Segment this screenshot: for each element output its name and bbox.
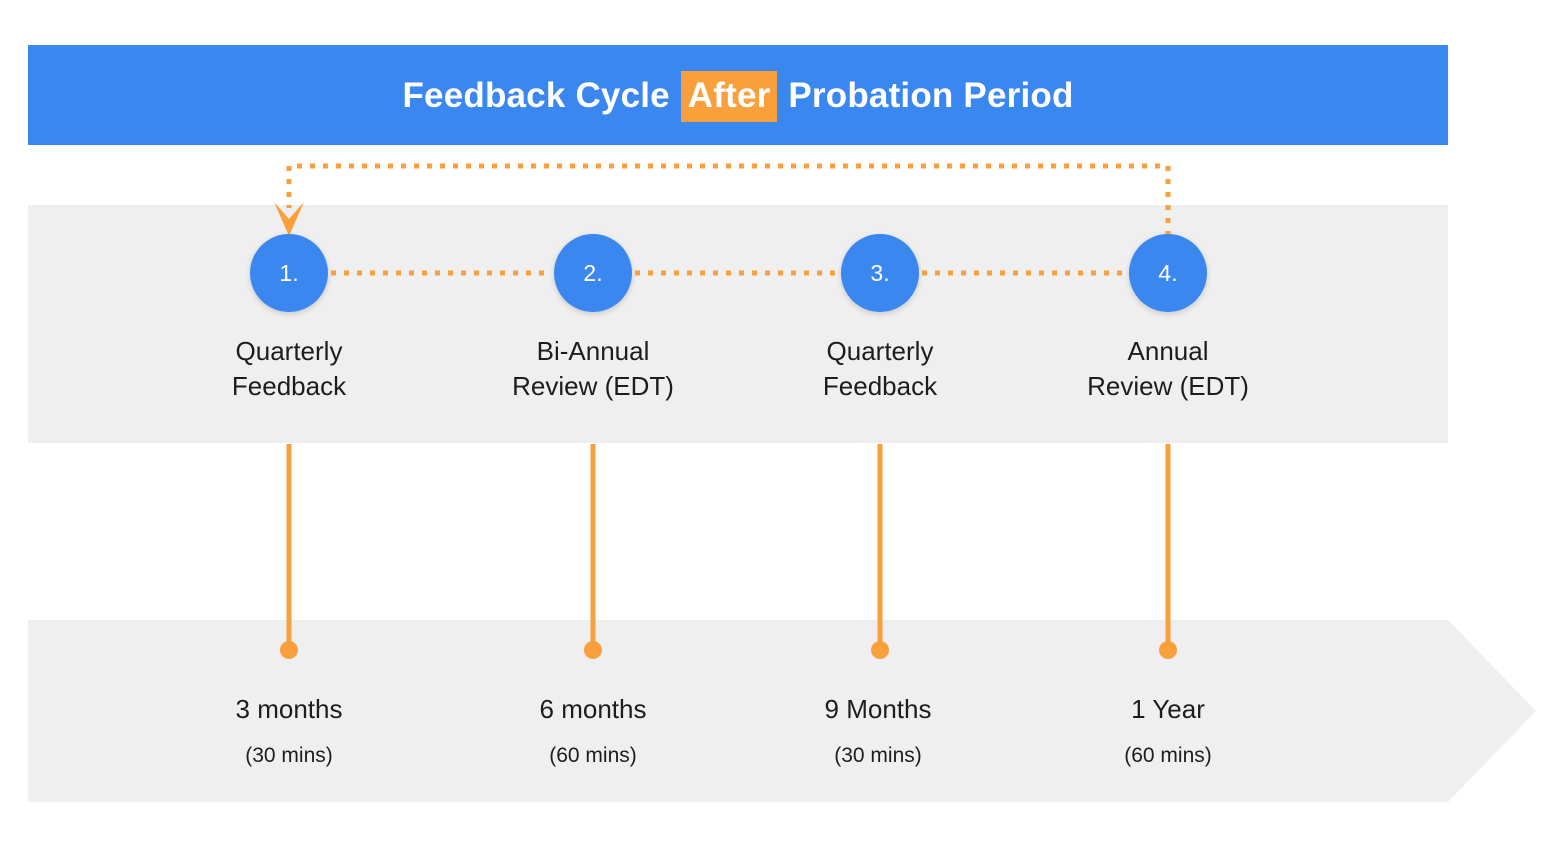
stage-label-1: Quarterly Feedback	[159, 334, 419, 404]
stage-node-2[interactable]: 2. Bi-Annual Review (EDT)	[463, 234, 723, 404]
timeline-band	[28, 620, 1448, 802]
stage-label-1-line2: Feedback	[231, 371, 347, 402]
timeline-primary-3: 9 Months	[824, 694, 932, 724]
stage-label-4-line1: Annual	[1127, 336, 1209, 366]
title-text-before: Feedback Cycle	[402, 75, 680, 115]
timeline-node-3: 9 Months (30 mins)	[748, 694, 1008, 768]
stage-circle-2[interactable]: 2.	[554, 234, 632, 312]
title-text-after: Probation Period	[778, 75, 1074, 115]
stage-node-1[interactable]: 1. Quarterly Feedback	[159, 234, 419, 404]
timeline-primary-1: 3 months	[235, 694, 343, 724]
stage-label-1-line1: Quarterly	[235, 336, 343, 366]
stage-label-2-line2: Review (EDT)	[512, 371, 674, 402]
stage-node-4[interactable]: 4. Annual Review (EDT)	[1038, 234, 1298, 404]
stage-node-3[interactable]: 3. Quarterly Feedback	[750, 234, 1010, 404]
timeline-secondary-2: (60 mins)	[549, 744, 637, 768]
stage-label-3: Quarterly Feedback	[750, 334, 1010, 404]
timeline-secondary-4: (60 mins)	[1124, 744, 1212, 768]
stage-label-3-line1: Quarterly	[826, 336, 934, 366]
timeline-primary-4: 1 Year	[1131, 694, 1205, 724]
timeline-node-4: 1 Year (60 mins)	[1038, 694, 1298, 768]
timeline-node-2: 6 months (60 mins)	[463, 694, 723, 768]
timeline-arrow-tip-icon	[1448, 620, 1536, 802]
stage-label-4-line2: Review (EDT)	[1087, 371, 1249, 402]
stage-label-4: Annual Review (EDT)	[1038, 334, 1298, 404]
stage-label-3-line2: Feedback	[822, 371, 938, 402]
timeline-primary-2: 6 months	[539, 694, 647, 724]
stage-label-2-line1: Bi-Annual	[536, 336, 650, 366]
stage-circle-1[interactable]: 1.	[250, 234, 328, 312]
timeline-node-1: 3 months (30 mins)	[159, 694, 419, 768]
stage-label-2: Bi-Annual Review (EDT)	[463, 334, 723, 404]
stage-circle-3[interactable]: 3.	[841, 234, 919, 312]
timeline-secondary-3: (30 mins)	[834, 744, 922, 768]
title-highlight-after: After	[680, 70, 778, 122]
title-banner: Feedback Cycle After Probation Period	[28, 45, 1448, 145]
timeline-secondary-1: (30 mins)	[245, 744, 333, 768]
stage-circle-4[interactable]: 4.	[1129, 234, 1207, 312]
page-title: Feedback Cycle After Probation Period	[402, 70, 1074, 122]
